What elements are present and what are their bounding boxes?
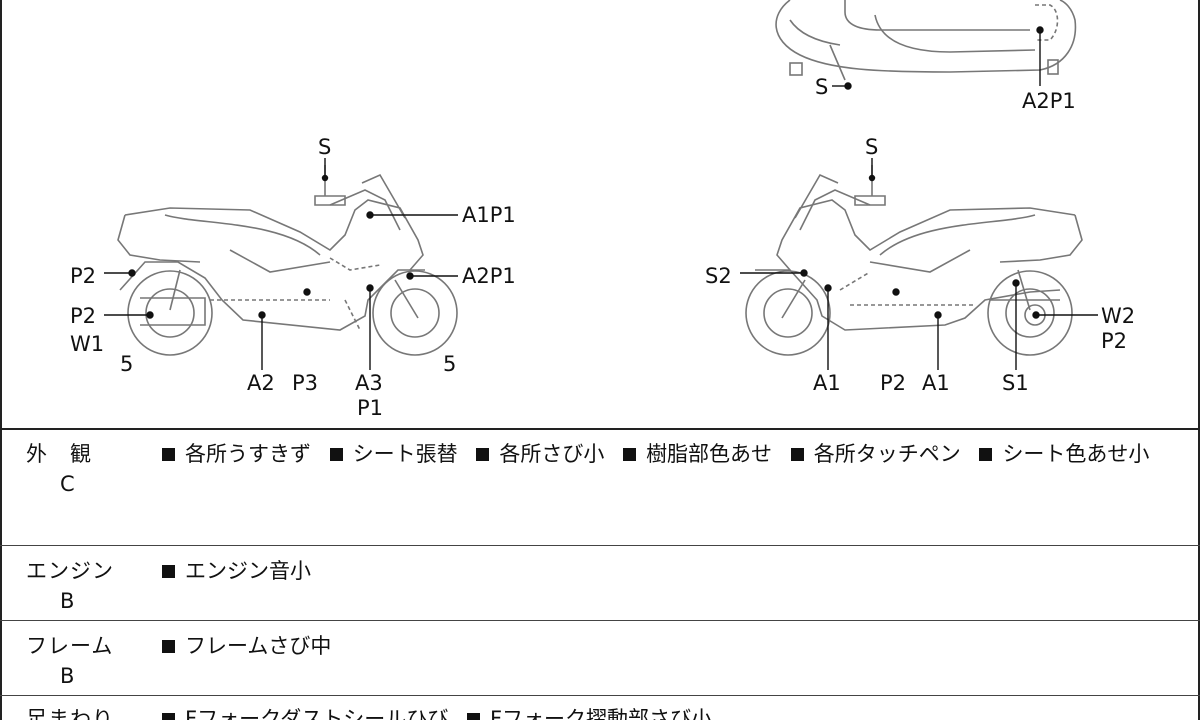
right-view-a1-left-label: A1 (813, 371, 841, 395)
inspection-item: 各所さび小 (499, 442, 605, 466)
bullet-icon (623, 447, 637, 461)
left-view-p2-lower-label: P2 (70, 304, 96, 328)
inspection-row-frame: フレーム B フレームさび中 (0, 620, 1200, 695)
right-view-s-label: S (865, 135, 878, 159)
inspection-items: フレームさび中 (162, 630, 343, 660)
bullet-icon (979, 447, 993, 461)
damage-diagram: S A2P1 S A1P1 A2P1 P2 P2 W1 5 5 A2 P3 A3… (70, 0, 1135, 420)
row-divider (0, 620, 1200, 621)
bullet-icon (476, 447, 490, 461)
right-view-w2-label: W2 (1101, 304, 1135, 328)
right-view-p2-bottom-label: P2 (880, 371, 906, 395)
row-divider (0, 695, 1200, 696)
top-view-s-label: S (815, 75, 828, 99)
inspection-row-suspension: 足まわり Fフォークダストシールひび Fフォーク摺動部さび小 (0, 695, 1200, 720)
bullet-icon (162, 447, 175, 461)
diagram-table-divider (0, 428, 1200, 430)
category-label: エンジン (26, 559, 114, 583)
left-view-w1-label: W1 (70, 332, 104, 356)
category-label: フレーム (26, 634, 114, 658)
category-label: 外 観 (26, 442, 92, 466)
left-view-p1-label: P1 (357, 396, 383, 420)
inspection-item: シート色あせ小 (1002, 442, 1150, 466)
left-view-p3-label: P3 (292, 371, 318, 395)
frame-left-border (0, 0, 2, 720)
inspection-item: 各所うすきず (185, 442, 311, 466)
left-view-a2-label: A2 (247, 371, 275, 395)
right-view-p2-side-label: P2 (1101, 329, 1127, 353)
inspection-item: シート張替 (352, 442, 458, 466)
bullet-icon (162, 564, 175, 578)
bullet-icon (329, 447, 343, 461)
left-view-s-label: S (318, 135, 331, 159)
right-view-s1-label: S1 (1002, 371, 1029, 395)
grade-label: B (60, 664, 75, 688)
right-view-s2-label: S2 (705, 264, 732, 288)
inspection-item: Fフォークダストシールひび (185, 707, 449, 720)
inspection-item: Fフォーク摺動部さび小 (489, 707, 713, 720)
category-label: 足まわり (26, 707, 114, 720)
left-view-a2p1-label: A2P1 (462, 264, 516, 288)
grade-label: B (60, 589, 75, 613)
scooter-left-view (117, 165, 458, 356)
bullet-icon (162, 712, 175, 720)
scooter-right-view (745, 165, 1083, 356)
right-view-a1-right-label: A1 (922, 371, 950, 395)
inspection-item: エンジン音小 (185, 559, 311, 583)
bullet-icon (790, 447, 804, 461)
scooter-top-view (775, 0, 1077, 81)
inspection-row-exterior: 外 観 C 各所うすきず シート張替 各所さび小 樹脂部色あせ 各所タッチペン … (0, 428, 1200, 545)
bullet-icon (466, 712, 480, 720)
left-view-a3-label: A3 (355, 371, 383, 395)
inspection-item: 樹脂部色あせ (646, 442, 773, 466)
inspection-row-engine: エンジン B エンジン音小 (0, 545, 1200, 620)
inspection-item: フレームさび中 (185, 634, 332, 658)
bullet-icon (162, 639, 175, 653)
left-view-a1p1-label: A1P1 (462, 203, 516, 227)
inspection-items: Fフォークダストシールひび Fフォーク摺動部さび小 (162, 703, 724, 720)
top-view-a2p1-label: A2P1 (1022, 89, 1076, 113)
left-view-5-left-label: 5 (120, 352, 133, 376)
inspection-items: エンジン音小 (162, 555, 323, 585)
frame-right-border (1198, 0, 1200, 720)
grade-label: C (60, 472, 75, 496)
left-view-5-right-label: 5 (443, 352, 456, 376)
inspection-item: 各所タッチペン (813, 442, 961, 466)
row-divider (0, 545, 1200, 546)
left-view-p2-upper-label: P2 (70, 264, 96, 288)
inspection-items: 各所うすきず シート張替 各所さび小 樹脂部色あせ 各所タッチペン シート色あせ… (162, 438, 1161, 468)
